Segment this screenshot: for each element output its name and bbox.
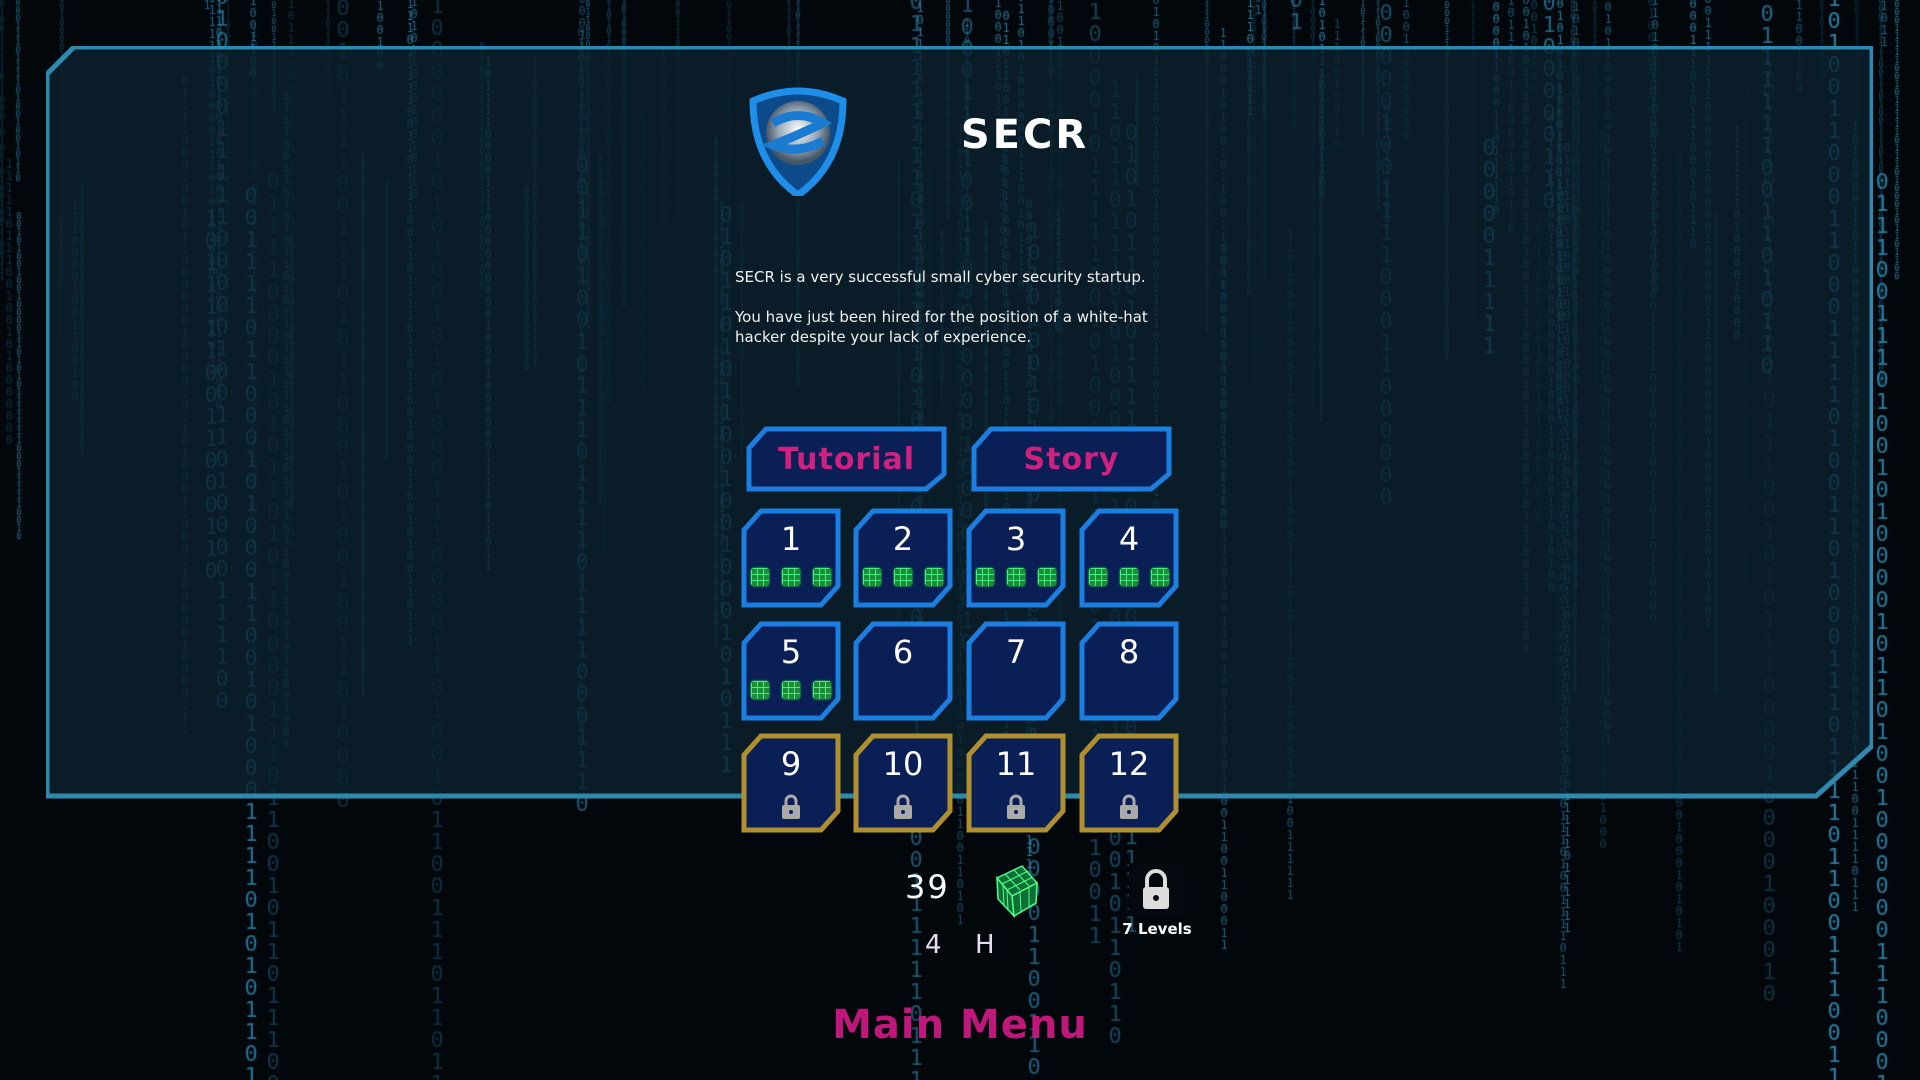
lock-icon bbox=[1129, 863, 1183, 916]
green-cube-icon bbox=[751, 568, 769, 586]
main-menu-button[interactable]: Main Menu bbox=[832, 1002, 1088, 1048]
description-line-3: hacker despite your lack of experience. bbox=[735, 328, 1032, 346]
level-tile-5[interactable]: 5 bbox=[741, 621, 841, 721]
locked-levels-count: 7 Levels bbox=[1122, 920, 1192, 938]
cube-count: 39 bbox=[905, 868, 950, 906]
level-number: 9 bbox=[780, 745, 802, 783]
green-cube-icon bbox=[863, 568, 881, 586]
level-number: 3 bbox=[1005, 520, 1027, 558]
level-number: 1 bbox=[780, 520, 802, 558]
level-number: 2 bbox=[892, 520, 914, 558]
earned-cubes bbox=[863, 568, 943, 586]
description-line-1: SECR is a very successful small cyber se… bbox=[735, 268, 1146, 286]
lock-icon bbox=[780, 793, 802, 819]
level-number: 7 bbox=[1005, 633, 1027, 671]
lock-icon bbox=[892, 793, 914, 819]
level-number: 4 bbox=[1118, 520, 1140, 558]
level-tile-8[interactable]: 8 bbox=[1079, 621, 1179, 721]
description-line-2: You have just been hired for the positio… bbox=[735, 308, 1148, 326]
green-cube-icon bbox=[1007, 568, 1025, 586]
green-cube-icon bbox=[976, 568, 994, 586]
secr-logo bbox=[743, 83, 853, 200]
green-cube-icon bbox=[992, 863, 1042, 919]
green-cube-icon bbox=[782, 681, 800, 699]
green-cube-icon bbox=[925, 568, 943, 586]
game-title: SECR bbox=[960, 112, 1090, 158]
level-tile-2[interactable]: 2 bbox=[853, 508, 953, 608]
level-number: 10 bbox=[882, 745, 924, 783]
green-cube-icon bbox=[782, 568, 800, 586]
hint-key: H bbox=[975, 930, 995, 960]
earned-cubes bbox=[976, 568, 1056, 586]
level-tile-11[interactable]: 11 bbox=[966, 733, 1066, 833]
level-tile-9[interactable]: 9 bbox=[741, 733, 841, 833]
green-cube-icon bbox=[894, 568, 912, 586]
level-select-panel bbox=[46, 46, 1873, 806]
green-cube-icon bbox=[813, 568, 831, 586]
level-tile-12[interactable]: 12 bbox=[1079, 733, 1179, 833]
level-tile-10[interactable]: 10 bbox=[853, 733, 953, 833]
earned-cubes bbox=[1089, 568, 1169, 586]
level-tile-7[interactable]: 7 bbox=[966, 621, 1066, 721]
green-cube-icon bbox=[751, 681, 769, 699]
level-number: 5 bbox=[780, 633, 802, 671]
lock-icon bbox=[1118, 793, 1140, 819]
earned-cubes bbox=[751, 681, 831, 699]
level-tile-3[interactable]: 3 bbox=[966, 508, 1066, 608]
lock-icon bbox=[1005, 793, 1027, 819]
hint-count: 4 bbox=[925, 930, 942, 960]
earned-cubes bbox=[751, 568, 831, 586]
green-cube-icon bbox=[1089, 568, 1107, 586]
story-label: Story bbox=[1023, 441, 1120, 477]
story-button[interactable]: Story bbox=[971, 426, 1172, 492]
green-cube-icon bbox=[1038, 568, 1056, 586]
level-number: 11 bbox=[995, 745, 1037, 783]
level-number: 8 bbox=[1118, 633, 1140, 671]
level-tile-6[interactable]: 6 bbox=[853, 621, 953, 721]
level-number: 12 bbox=[1108, 745, 1150, 783]
level-number: 6 bbox=[892, 633, 914, 671]
level-tile-4[interactable]: 4 bbox=[1079, 508, 1179, 608]
green-cube-icon bbox=[1120, 568, 1138, 586]
level-tile-1[interactable]: 1 bbox=[741, 508, 841, 608]
tutorial-button[interactable]: Tutorial bbox=[746, 426, 947, 492]
green-cube-icon bbox=[1151, 568, 1169, 586]
tutorial-label: Tutorial bbox=[777, 441, 916, 477]
green-cube-icon bbox=[813, 681, 831, 699]
